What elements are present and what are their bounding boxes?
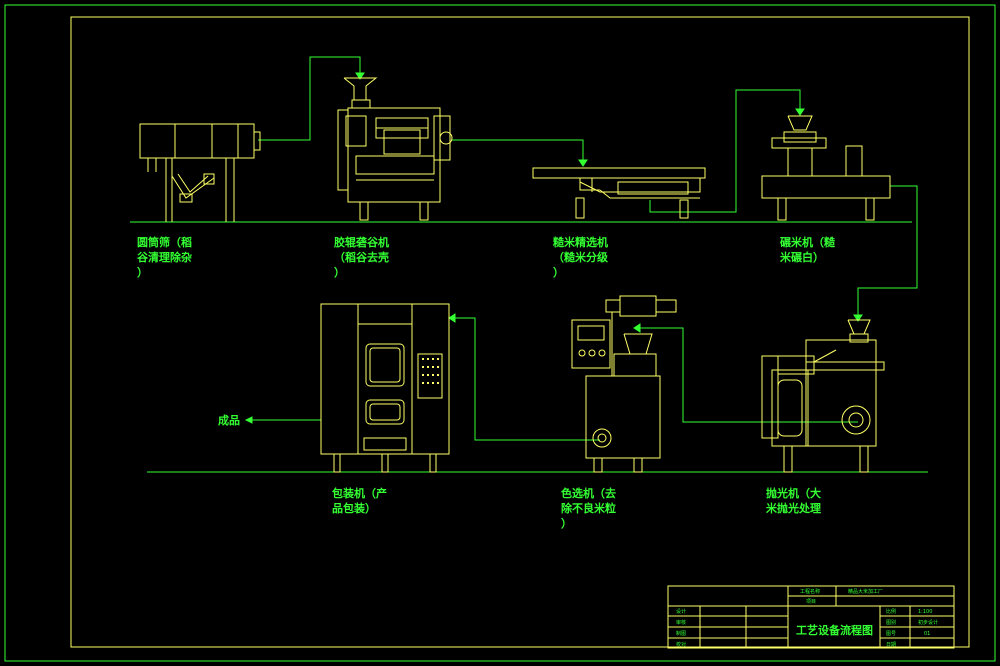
color-sorter-machine bbox=[571, 295, 677, 473]
label-polisher: 抛光机（大 米抛光处理 bbox=[765, 486, 821, 515]
label-mill: 碾米机（糙 米碾白） bbox=[779, 235, 835, 264]
tb-left-row-2: 审核 bbox=[676, 619, 686, 626]
tb-project-name: 精品大米加工厂 bbox=[848, 588, 883, 595]
tb-right-label-4: 日期 bbox=[886, 642, 896, 648]
label-husker: 胶辊砻谷机 （稻谷去壳 ） bbox=[334, 235, 389, 279]
label-mill-line-2: 米碾白） bbox=[779, 250, 824, 264]
label-sieve-line-2: 谷清理除杂 bbox=[137, 250, 192, 264]
tb-right-label-2: 图别 bbox=[886, 619, 896, 626]
label-separator-line-1: 糙米精选机 bbox=[553, 235, 608, 249]
flow-lines bbox=[244, 56, 918, 441]
packaging-machine bbox=[320, 303, 450, 473]
label-packer-line-1: 包装机（产 bbox=[331, 486, 387, 500]
label-packer-line-2: 品包装） bbox=[332, 501, 376, 515]
label-sieve: 圆筒筛（稻 谷清理除杂 ） bbox=[137, 235, 192, 279]
brown-rice-separator-machine bbox=[532, 167, 706, 219]
drum-sieve-machine bbox=[139, 123, 261, 222]
label-husker-line-1: 胶辊砻谷机 bbox=[334, 235, 389, 249]
tb-project-label: 工程名称 bbox=[800, 588, 820, 595]
tb-right-label-3: 图号 bbox=[886, 631, 896, 637]
label-sorter-line-3: ） bbox=[561, 517, 572, 530]
output-label: 成品 bbox=[218, 413, 240, 427]
label-polisher-line-2: 米抛光处理 bbox=[765, 501, 821, 515]
label-polisher-line-1: 抛光机（大 bbox=[766, 486, 821, 500]
tb-right-value-2: 初步设计 bbox=[918, 619, 938, 626]
tb-main-title: 工艺设备流程图 bbox=[796, 623, 873, 637]
rubber-roll-husker-machine bbox=[337, 77, 453, 221]
outer-frame bbox=[4, 4, 996, 662]
inner-frame bbox=[70, 16, 970, 648]
label-sieve-line-3: ） bbox=[137, 266, 148, 279]
tb-left-row-1: 设计 bbox=[676, 608, 686, 615]
label-separator-line-3: ） bbox=[553, 266, 564, 279]
label-husker-line-2: （稻谷去壳 bbox=[334, 250, 389, 264]
packaging-keypad bbox=[422, 358, 439, 384]
title-block bbox=[667, 585, 955, 649]
label-packer: 包装机（产 品包装） bbox=[331, 486, 387, 515]
tb-right-value-1: 1:100 bbox=[918, 609, 932, 615]
label-sieve-line-1: 圆筒筛（稻 bbox=[137, 235, 192, 249]
label-husker-line-3: ） bbox=[334, 266, 345, 279]
polisher-machine bbox=[761, 319, 885, 473]
tb-right-value-3: 01 bbox=[924, 631, 930, 637]
tb-left-row-3: 制图 bbox=[676, 630, 686, 637]
label-sorter: 色选机（去 除不良米粒 ） bbox=[561, 486, 616, 530]
label-separator-line-2: （糙米分级 bbox=[553, 250, 609, 264]
label-separator: 糙米精选机 （糙米分级 ） bbox=[553, 235, 609, 279]
label-sorter-line-1: 色选机（去 bbox=[561, 486, 616, 500]
rice-mill-machine bbox=[761, 115, 891, 221]
tb-left-row-4: 校对 bbox=[676, 641, 686, 648]
label-mill-line-1: 碾米机（糙 bbox=[780, 235, 835, 249]
tb-item-label: 项目 bbox=[806, 599, 816, 605]
tb-right-label-1: 比例 bbox=[886, 608, 896, 615]
label-sorter-line-2: 除不良米粒 bbox=[561, 501, 616, 515]
